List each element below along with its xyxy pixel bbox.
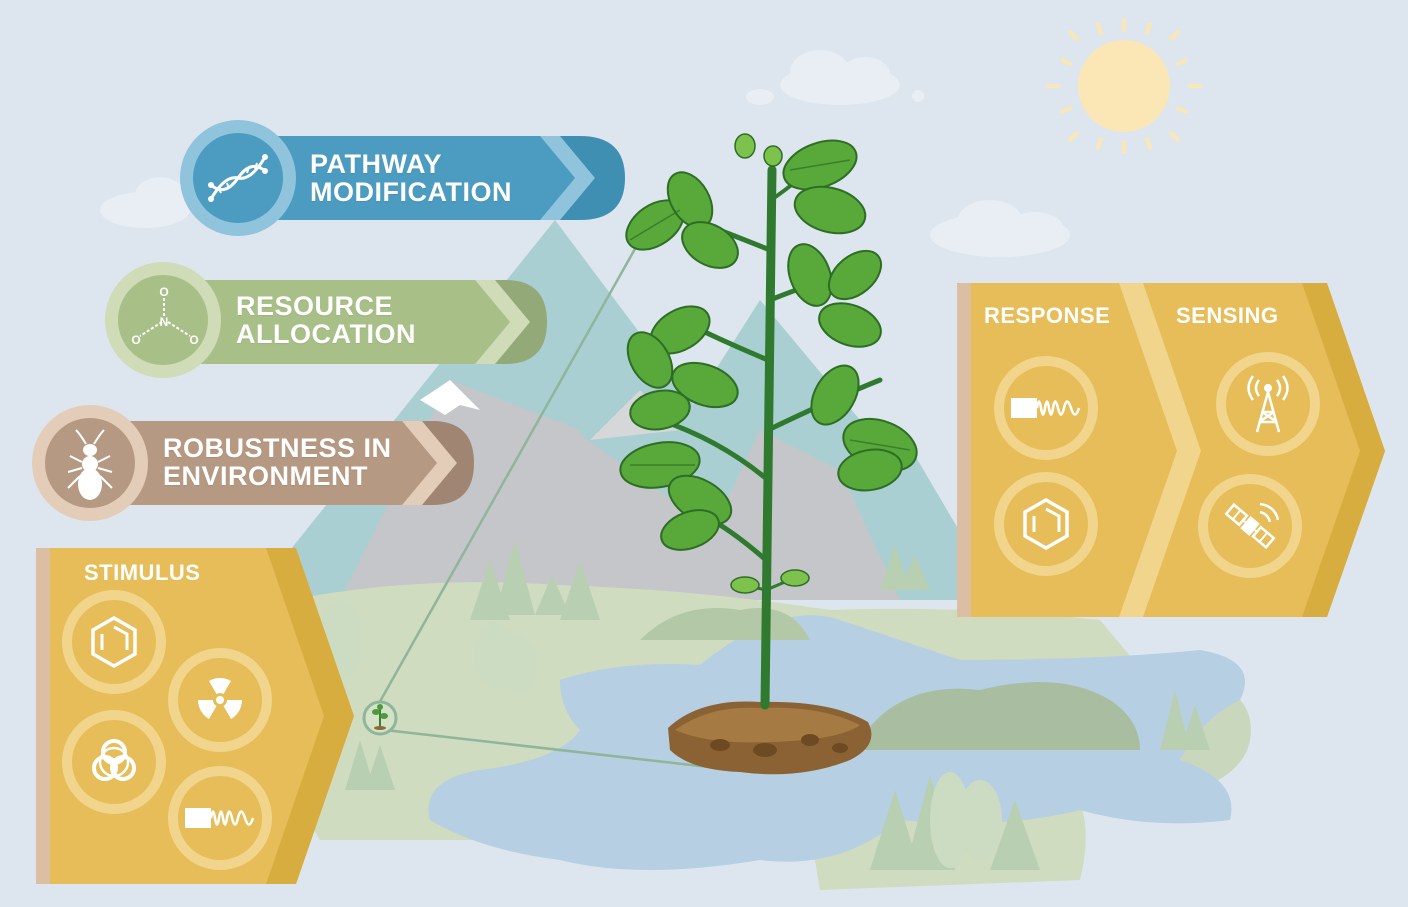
zoom-connector bbox=[376, 239, 736, 772]
benzene-ring-icon bbox=[91, 615, 137, 669]
response-label: RESPONSE bbox=[984, 303, 1111, 328]
svg-text:N: N bbox=[160, 315, 169, 329]
robustness-line2: ENVIRONMENT bbox=[163, 461, 369, 491]
response-wave-badge bbox=[994, 356, 1098, 460]
sensing-label: SENSING bbox=[1176, 303, 1279, 328]
svg-text:O: O bbox=[189, 333, 198, 347]
cloud bbox=[100, 50, 1070, 257]
svg-text:O: O bbox=[131, 333, 140, 347]
svg-text:O: O bbox=[159, 285, 168, 299]
pathway-modification-line2: MODIFICATION bbox=[310, 177, 512, 207]
biohazard-icon bbox=[92, 739, 136, 781]
radio-tower-icon bbox=[1247, 375, 1289, 433]
stimulus-wave-badge bbox=[168, 766, 272, 870]
sun-icon bbox=[1046, 18, 1202, 154]
sensing-tower-badge bbox=[1216, 352, 1320, 456]
satellite-icon bbox=[1224, 502, 1279, 550]
mini-plant-icon bbox=[372, 704, 388, 730]
wave-signal-icon bbox=[1011, 398, 1081, 418]
resource-allocation-line1: RESOURCE bbox=[236, 291, 394, 321]
stimulus-radiation-badge bbox=[168, 648, 272, 752]
pathway-modification-line1: PATHWAY bbox=[310, 149, 443, 179]
resource-allocation-label: RESOURCE ALLOCATION bbox=[236, 292, 416, 348]
insect-icon bbox=[67, 429, 113, 500]
response-benzene-badge bbox=[994, 472, 1098, 576]
stimulus-label: STIMULUS bbox=[84, 560, 201, 585]
wave-signal-icon bbox=[185, 808, 255, 828]
nitrate-molecule-icon: O N O O bbox=[131, 285, 198, 347]
robustness-line1: ROBUSTNESS IN bbox=[163, 433, 392, 463]
stimulus-benzene-badge bbox=[62, 590, 166, 694]
radiation-icon bbox=[198, 678, 242, 720]
plant-illustration bbox=[619, 133, 918, 775]
pathway-modification-label: PATHWAY MODIFICATION bbox=[310, 150, 512, 206]
sensing-satellite-badge bbox=[1198, 474, 1302, 578]
resource-allocation-line2: ALLOCATION bbox=[236, 319, 416, 349]
robustness-label: ROBUSTNESS IN ENVIRONMENT bbox=[163, 434, 392, 490]
dna-icon bbox=[208, 154, 268, 202]
stimulus-biohazard-badge bbox=[62, 710, 166, 814]
resource-allocation-banner-shape bbox=[105, 262, 547, 378]
benzene-ring-icon bbox=[1023, 497, 1069, 551]
